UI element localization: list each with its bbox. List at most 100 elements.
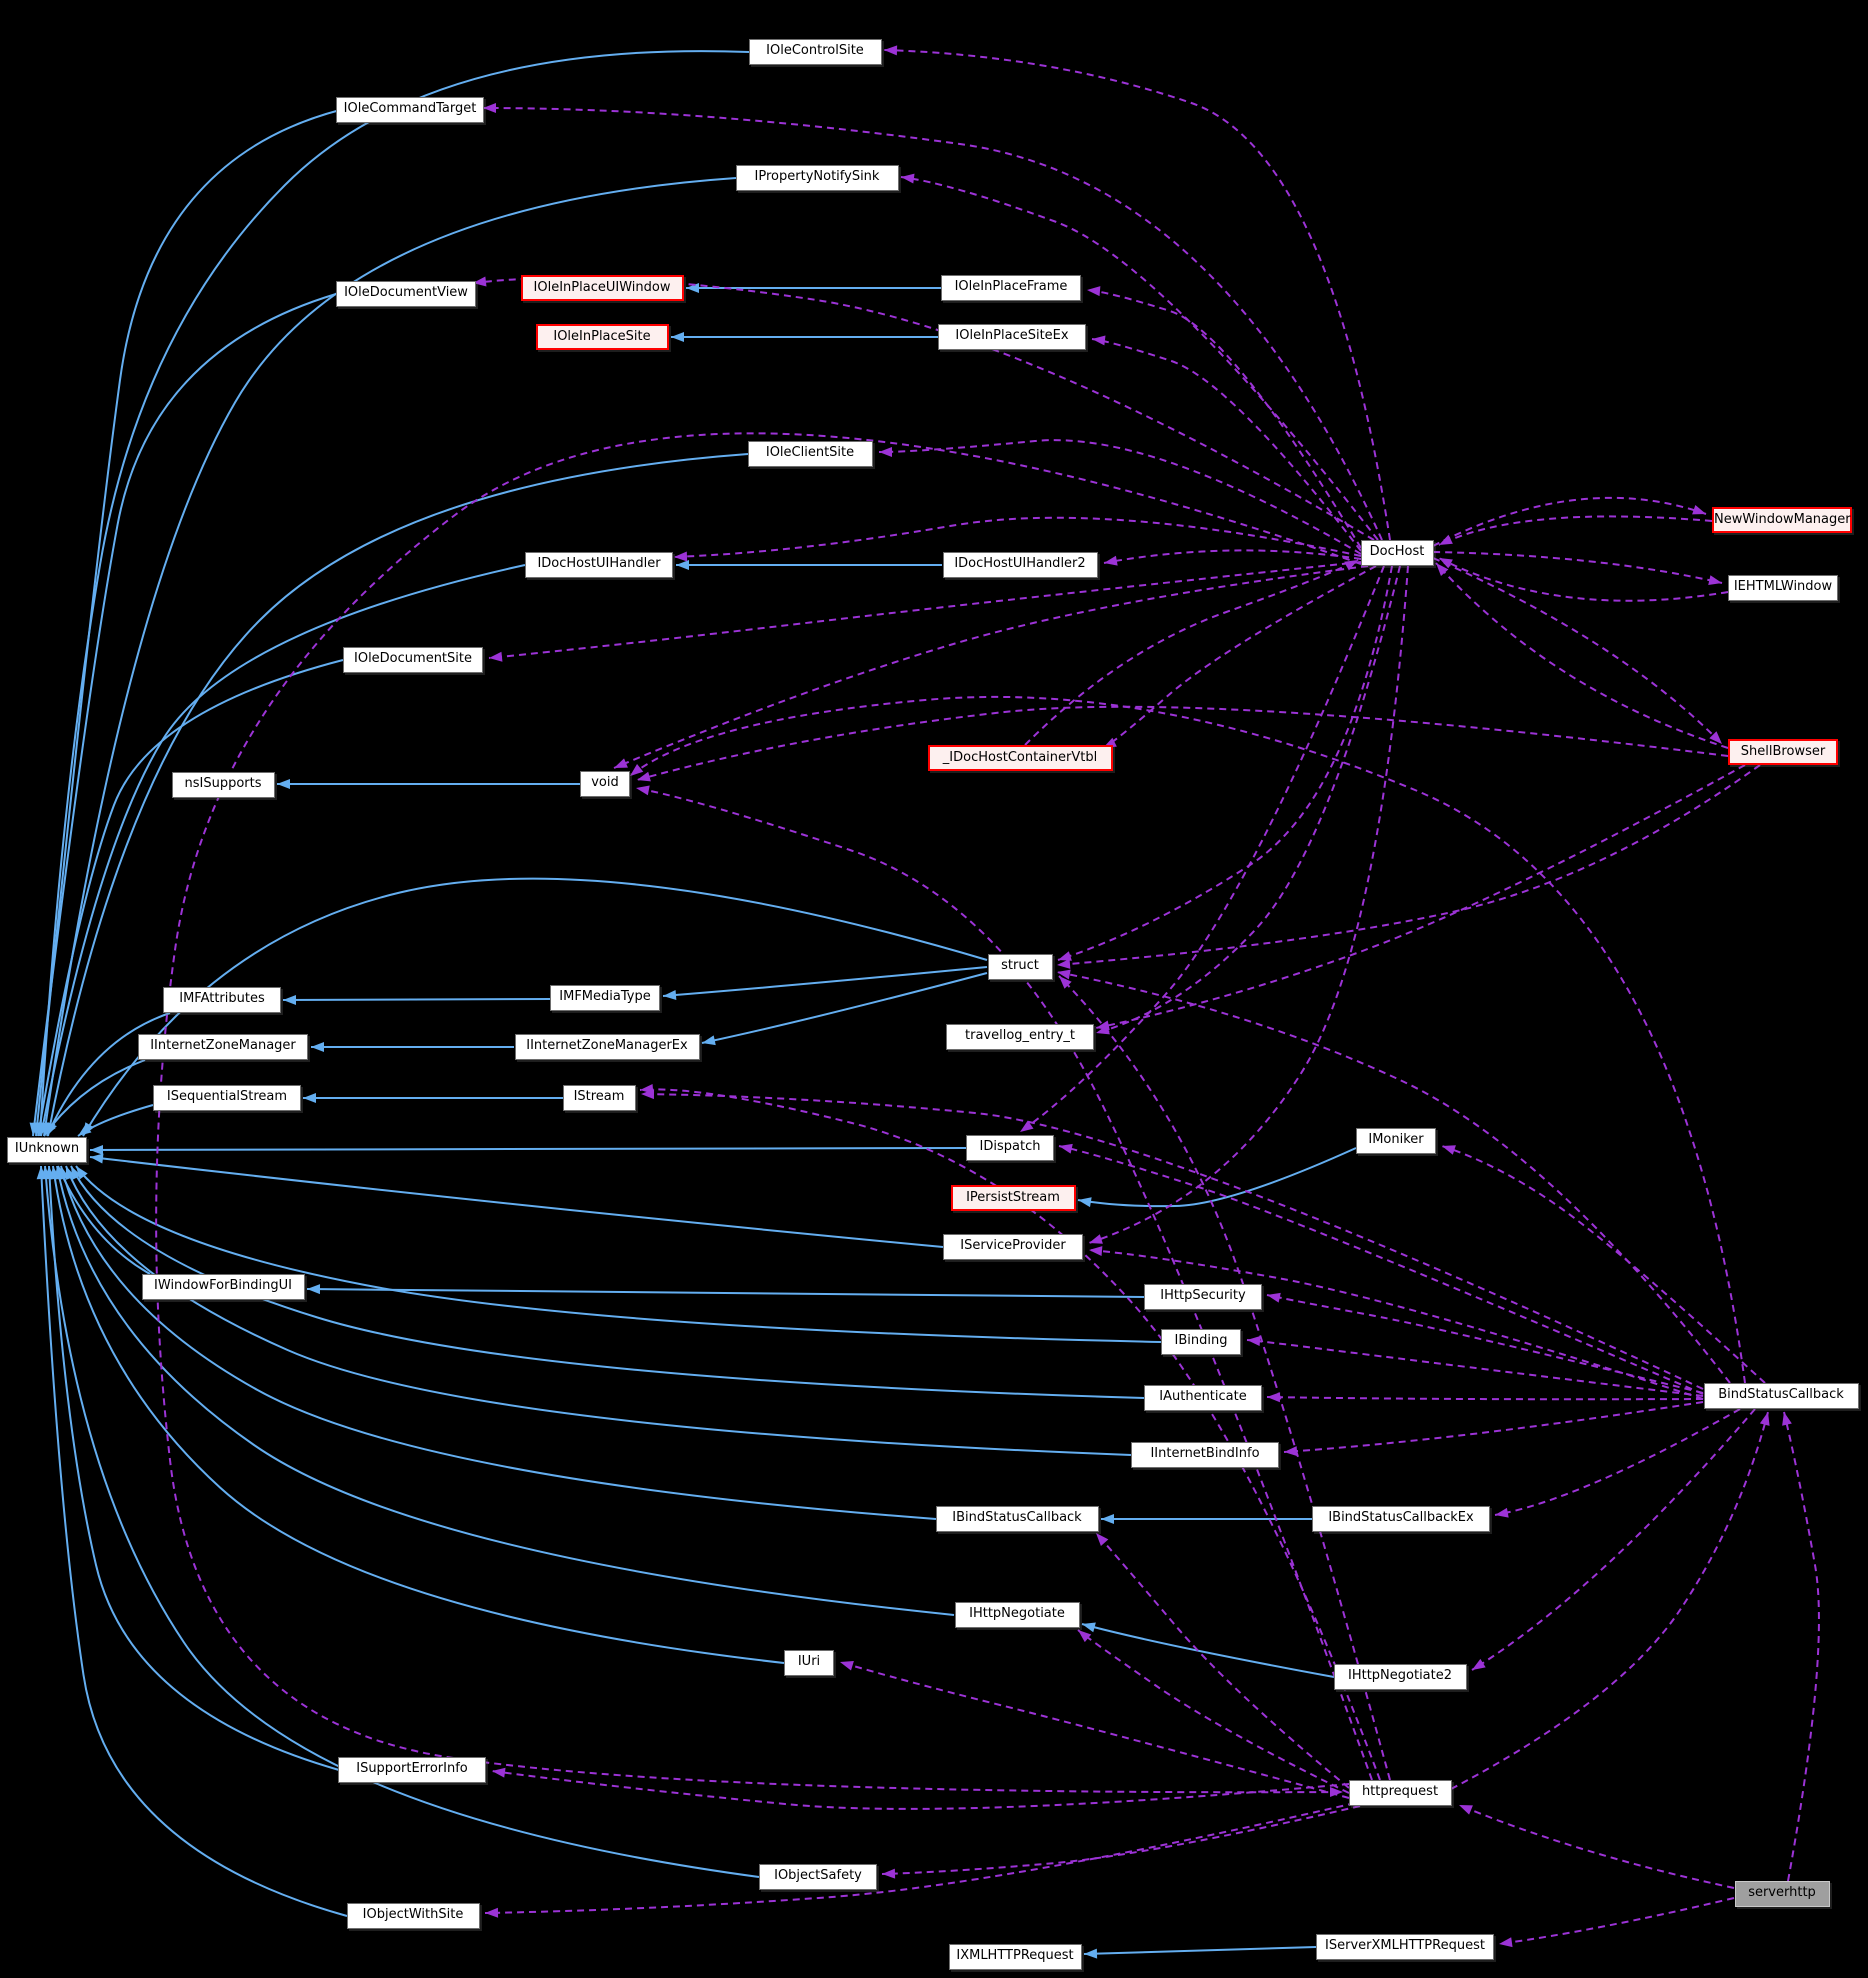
node-struct[interactable]: struct: [987, 954, 1053, 980]
node-IOleInPlaceUIWindow[interactable]: IOleInPlaceUIWindow: [520, 275, 684, 301]
node-IOleInPlaceSiteEx[interactable]: IOleInPlaceSiteEx: [938, 324, 1086, 350]
edge-serverhttp-BindStatusCallback: [1782, 1411, 1820, 1882]
node-label: _IDocHostContainerVtbl: [942, 750, 1098, 765]
node-label: IOleInPlaceSite: [553, 329, 651, 344]
node-label: IMoniker: [1368, 1132, 1424, 1147]
node-label: DocHost: [1369, 544, 1425, 559]
node-IObjectSafety[interactable]: IObjectSafety: [759, 1864, 877, 1890]
node-IXMLHTTPRequest[interactable]: IXMLHTTPRequest: [948, 1944, 1082, 1970]
node-IInternetZoneManager[interactable]: IInternetZoneManager: [138, 1034, 308, 1060]
node-httprequest[interactable]: httprequest: [1348, 1780, 1452, 1806]
node-label: IDocHostUIHandler: [537, 556, 661, 571]
node-IWindowForBindingUI[interactable]: IWindowForBindingUI: [141, 1274, 305, 1300]
edge-BindStatusCallback-IDispatch: [1058, 1143, 1704, 1395]
node-nsISupports[interactable]: nsISupports: [171, 772, 275, 798]
node-IInternetZoneManagerEx[interactable]: IInternetZoneManagerEx: [514, 1034, 700, 1060]
node-IHttpSecurity[interactable]: IHttpSecurity: [1144, 1284, 1262, 1310]
node-IAuthenticate[interactable]: IAuthenticate: [1144, 1385, 1262, 1411]
node-ShellBrowser[interactable]: ShellBrowser: [1728, 739, 1838, 765]
node-IObjectWithSite[interactable]: IObjectWithSite: [346, 1903, 480, 1929]
node-label: IDispatch: [979, 1139, 1041, 1154]
node-IOleControlSite[interactable]: IOleControlSite: [748, 39, 882, 65]
node-IBinding[interactable]: IBinding: [1161, 1329, 1241, 1355]
node-IMFAttributes[interactable]: IMFAttributes: [163, 987, 281, 1013]
node-NewWindowManager[interactable]: NewWindowManager: [1712, 507, 1852, 533]
node-IMoniker[interactable]: IMoniker: [1356, 1128, 1436, 1154]
edge-DocHost-_IDocHostContainerVtbl: [1102, 565, 1377, 749]
edge-IBinding-IUnknown: [75, 1165, 1162, 1343]
node-travellog_entry_t[interactable]: travellog_entry_t: [946, 1024, 1094, 1050]
node-label: nsISupports: [184, 776, 262, 791]
edge-IHttpNegotiate-IUnknown: [54, 1165, 955, 1616]
edge-DocHost-IOleInPlaceFrame: [1086, 286, 1362, 549]
edge-IMoniker-IPersistStream: [1077, 1147, 1357, 1208]
node-ISequentialStream[interactable]: ISequentialStream: [153, 1085, 301, 1111]
node-BindStatusCallback[interactable]: BindStatusCallback: [1703, 1383, 1859, 1409]
node-label: IMFMediaType: [559, 989, 651, 1004]
node-IBindStatusCallback[interactable]: IBindStatusCallback: [935, 1506, 1099, 1532]
node-IPersistStream[interactable]: IPersistStream: [950, 1185, 1076, 1211]
node-DocHost[interactable]: DocHost: [1360, 540, 1434, 566]
node-IBindStatusCallbackEx[interactable]: IBindStatusCallbackEx: [1312, 1506, 1490, 1532]
node-IOleCommandTarget[interactable]: IOleCommandTarget: [336, 97, 484, 123]
edge-ISupportErrorInfo-IUnknown: [44, 1165, 340, 1771]
node-IOleInPlaceSite[interactable]: IOleInPlaceSite: [535, 324, 669, 350]
edge-BindStatusCallback-struct: [1056, 969, 1731, 1384]
edge-DocHost-IOleCommandTarget: [482, 103, 1383, 541]
edge-httprequest-IObjectWithSite: [484, 1802, 1356, 1918]
edge-IInternetZoneManager-IUnknown: [43, 1059, 146, 1137]
edge-BindStatusCallback-IBindStatusCallbackEx: [1494, 1408, 1741, 1518]
node-IOleDocumentView[interactable]: IOleDocumentView: [336, 281, 476, 307]
node-label: IXMLHTTPRequest: [956, 1948, 1074, 1963]
edge-httprequest-ISupportErrorInfo: [491, 1767, 1350, 1810]
edge-IOleCommandTarget-IUnknown: [32, 109, 341, 1137]
edge-IBindStatusCallback-IUnknown: [59, 1165, 937, 1520]
node-IOleDocumentSite[interactable]: IOleDocumentSite: [343, 647, 483, 673]
edge-IDispatch-IUnknown: [89, 1144, 967, 1155]
node-IStream[interactable]: IStream: [562, 1085, 636, 1111]
node-label: IUnknown: [14, 1141, 80, 1156]
edge-IOleControlSite-IUnknown: [35, 50, 750, 1137]
node-label: ShellBrowser: [1740, 744, 1826, 759]
edge-IHttpNegotiate2-IHttpNegotiate: [1081, 1622, 1335, 1678]
edge-BindStatusCallback-IServiceProvider: [1088, 1246, 1704, 1400]
edge-IMFAttributes-IUnknown: [46, 1012, 171, 1137]
node-IMFMediaType[interactable]: IMFMediaType: [550, 985, 660, 1011]
edge-DocHost-void: [613, 565, 1369, 769]
node-label: IBindStatusCallback: [952, 1510, 1082, 1525]
node-IDispatch[interactable]: IDispatch: [966, 1135, 1054, 1161]
node-IUnknown[interactable]: IUnknown: [7, 1137, 87, 1163]
node-IServiceProvider[interactable]: IServiceProvider: [943, 1234, 1083, 1260]
node-_IDocHostContainerVtbl[interactable]: _IDocHostContainerVtbl: [927, 745, 1113, 771]
node-IOleClientSite[interactable]: IOleClientSite: [747, 441, 873, 467]
node-IServerXMLHTTPRequest[interactable]: IServerXMLHTTPRequest: [1316, 1934, 1494, 1960]
edge-httprequest-BindStatusCallback: [1450, 1411, 1770, 1790]
node-IDocHostUIHandler[interactable]: IDocHostUIHandler: [525, 552, 673, 578]
edge-NewWindowManager-DocHost: [1438, 515, 1713, 546]
edge-DocHost-IDocHostUIHandler2: [1103, 549, 1362, 566]
node-IHttpNegotiate[interactable]: IHttpNegotiate: [954, 1602, 1080, 1628]
edge-IObjectWithSite-IUnknown: [36, 1165, 348, 1917]
node-label: BindStatusCallback: [1718, 1387, 1844, 1402]
node-label: IMFAttributes: [179, 991, 265, 1006]
node-IEHTMLWindow[interactable]: IEHTMLWindow: [1728, 575, 1838, 601]
node-IDocHostUIHandler2[interactable]: IDocHostUIHandler2: [942, 552, 1098, 578]
edge-IServerXMLHTTPRequest-IXMLHTTPRequest: [1083, 1946, 1317, 1959]
node-label: struct: [1001, 958, 1039, 973]
node-label: IObjectWithSite: [362, 1907, 464, 1922]
edge-IPropertyNotifySink-IUnknown: [40, 177, 737, 1137]
node-IInternetBindInfo[interactable]: IInternetBindInfo: [1131, 1442, 1279, 1468]
edge-struct-IMFMediaType: [662, 966, 988, 1000]
node-IPropertyNotifySink[interactable]: IPropertyNotifySink: [735, 165, 899, 191]
node-void[interactable]: void: [580, 771, 630, 797]
node-IHttpNegotiate2[interactable]: IHttpNegotiate2: [1333, 1664, 1467, 1690]
edge-DocHost-IOleClientSite: [878, 439, 1362, 555]
node-serverhttp[interactable]: serverhttp: [1734, 1881, 1830, 1907]
edge-DocHost-IPropertyNotifySink: [900, 173, 1379, 541]
node-label: IOleControlSite: [766, 43, 864, 58]
node-IUri[interactable]: IUri: [784, 1650, 834, 1676]
node-IOleInPlaceFrame[interactable]: IOleInPlaceFrame: [941, 275, 1081, 301]
node-label: ISupportErrorInfo: [356, 1761, 468, 1776]
node-ISupportErrorInfo[interactable]: ISupportErrorInfo: [338, 1757, 486, 1783]
edge-BindStatusCallback-IMoniker: [1441, 1145, 1766, 1384]
